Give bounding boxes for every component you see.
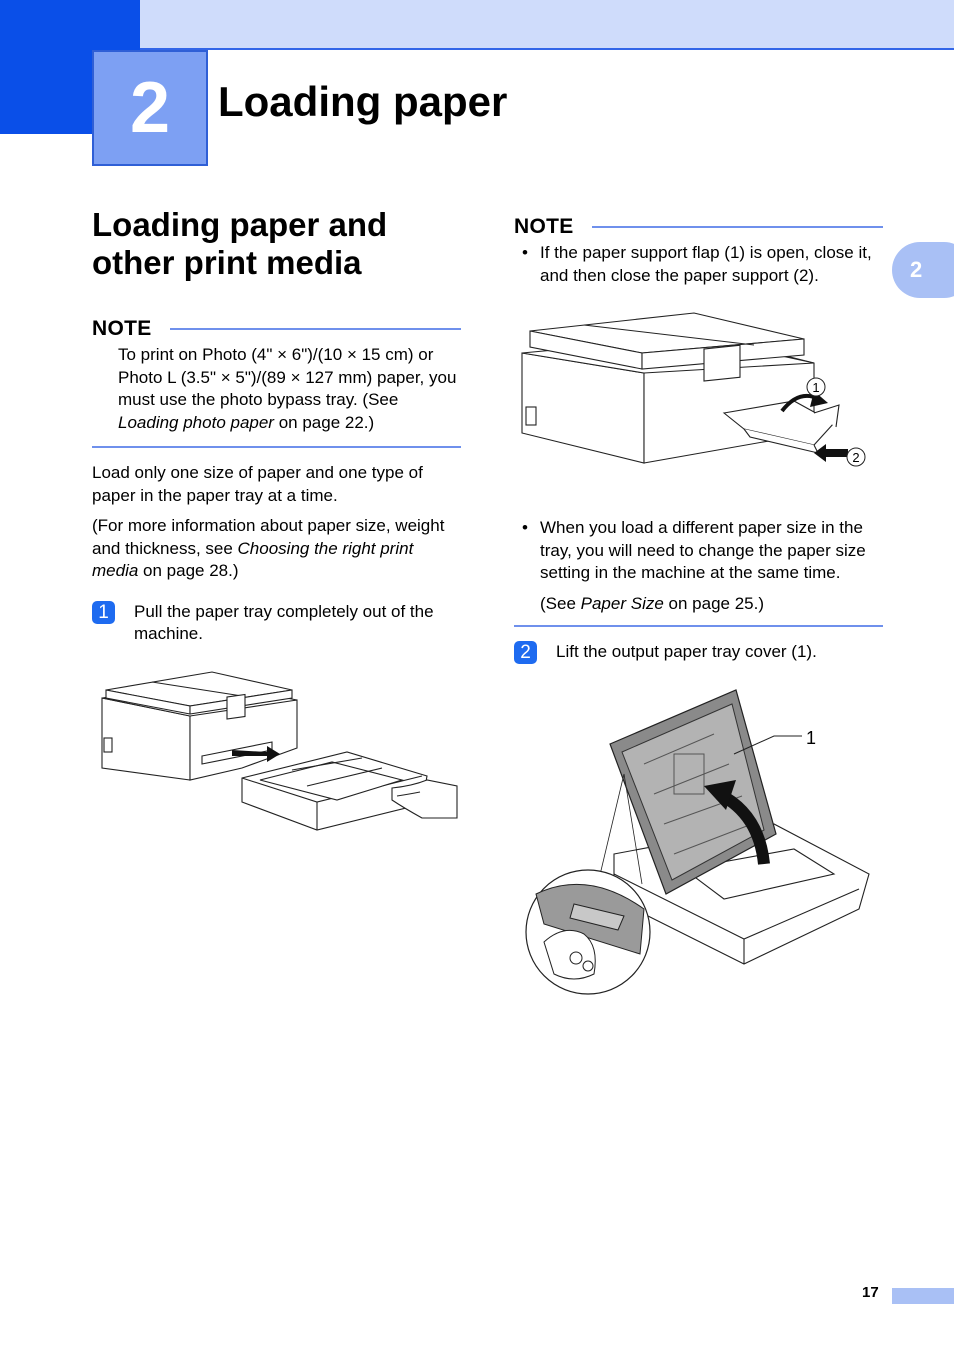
step-1-number: 1 (92, 600, 115, 624)
note-bottom-rule-right (514, 625, 883, 627)
header-band (0, 0, 954, 50)
chapter-number: 2 (92, 50, 208, 166)
note-bottom-rule (92, 446, 461, 448)
step-2: 2 Lift the output paper tray cover (1). (514, 641, 883, 664)
printer-tray-pulled-illustration (101, 670, 458, 831)
note-label: NOTE (92, 317, 152, 340)
step-1-text: Pull the paper tray completely out of th… (134, 601, 434, 644)
callout-cover: 1 (806, 728, 816, 748)
chapter-title: Loading paper (218, 78, 508, 125)
footer-bar (892, 1288, 954, 1304)
print-media-link[interactable]: Choosing the right print media (92, 538, 414, 581)
note-bullets-2: •When you load a different paper size in… (514, 517, 883, 585)
note-header: NOTE (92, 316, 461, 342)
paper-size-link[interactable]: Paper Size (580, 593, 664, 613)
note-bullets: •If the paper support flap (1) is open, … (514, 242, 883, 287)
chapter-side-tab[interactable]: 2 (892, 242, 954, 298)
printer-paper-support-illustration: 1 2 (521, 312, 866, 467)
section-title: Loading paper and other print media (92, 206, 461, 282)
note-header-right: NOTE (514, 214, 883, 240)
paragraph-more-info: (For more information about paper size, … (92, 516, 445, 581)
note-rule (169, 328, 461, 330)
section-title-line1: Loading paper and (92, 206, 388, 243)
right-column: NOTE •If the paper support flap (1) is o… (514, 214, 883, 1004)
left-column: Loading paper and other print media NOTE… (92, 206, 461, 838)
step-2-number: 2 (514, 641, 537, 664)
note-paper-support: NOTE •If the paper support flap (1) is o… (514, 214, 883, 627)
note-link[interactable]: Loading photo paper (118, 412, 274, 432)
callout-1: 1 (812, 380, 819, 395)
note-label-right: NOTE (514, 215, 574, 238)
paragraph-one-size: Load only one size of paper and one type… (92, 463, 423, 505)
output-tray-cover-illustration: 1 (525, 689, 870, 995)
bullet-paper-support: •If the paper support flap (1) is open, … (522, 243, 872, 285)
note-photo-paper: NOTE To print on Photo (4" × 6")/(10 × 1… (92, 316, 461, 448)
see-paper-size: (See Paper Size on page 25.) (540, 593, 765, 613)
section-title-line2: other print media (92, 244, 362, 281)
step-2-text: Lift the output paper tray cover (1). (556, 642, 817, 661)
bullet-paper-size: •When you load a different paper size in… (522, 518, 866, 582)
note-rule-right (591, 226, 883, 228)
step-1: 1 Pull the paper tray completely out of … (92, 600, 461, 646)
callout-2: 2 (852, 450, 859, 465)
page-number: 17 (862, 1284, 879, 1301)
note-text: To print on Photo (4" × 6")/(10 × 15 cm)… (118, 345, 457, 432)
